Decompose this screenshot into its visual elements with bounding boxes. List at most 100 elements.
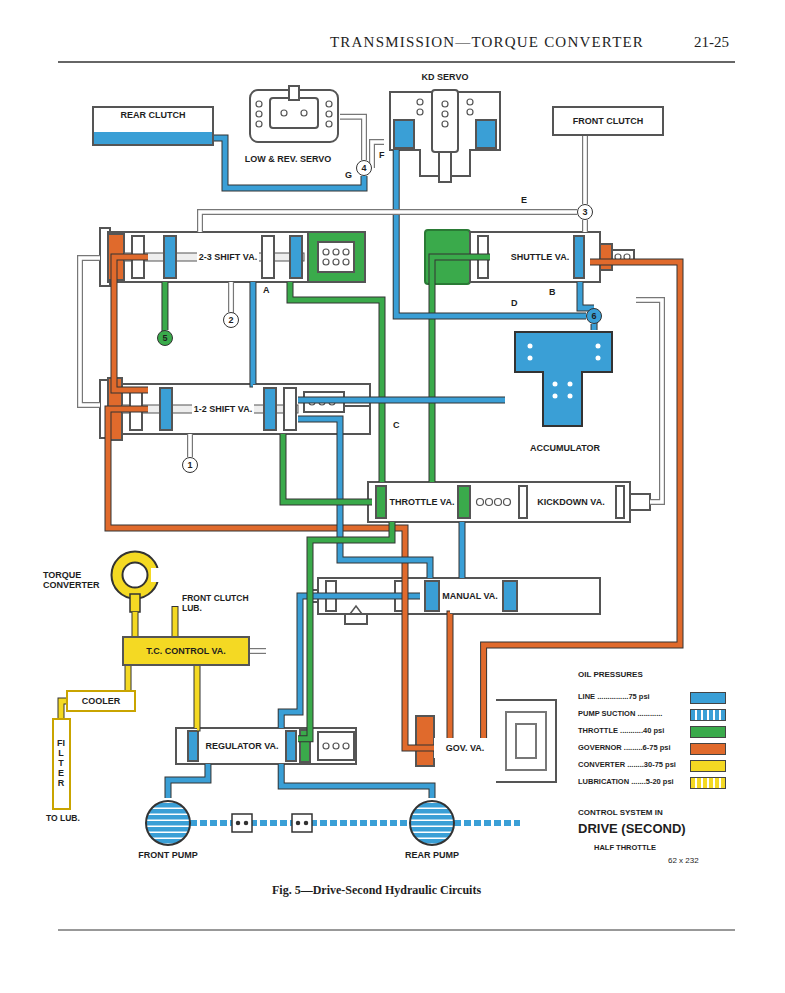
valve-spring	[333, 249, 339, 255]
hydraulic-line	[580, 282, 594, 308]
hydraulic-line	[168, 764, 208, 798]
node-label: 6	[591, 312, 596, 321]
line-fill	[460, 522, 465, 578]
node-label: REAR CLUTCH	[121, 110, 186, 120]
hydraulic-line	[196, 666, 197, 728]
node-label: 3	[582, 208, 587, 217]
accumulator-spring	[568, 394, 573, 399]
torque-converter-symbol	[117, 557, 153, 593]
accumulator-spring	[528, 344, 533, 349]
line-outline	[200, 212, 577, 232]
line-outline	[582, 136, 588, 204]
hydraulic-line	[252, 282, 253, 384]
passage-letter: A	[262, 285, 271, 295]
torque-converter-symbol	[117, 557, 163, 612]
servo-spring	[467, 109, 473, 115]
line-outline	[298, 397, 505, 404]
pump-symbol	[410, 801, 454, 845]
shift-valve-2-3-body	[262, 236, 274, 278]
accumulator-spring	[528, 356, 533, 361]
legend-swatch	[690, 726, 726, 738]
legend-heading: OIL PRESSURES	[578, 670, 643, 679]
kickdown-servo-body	[394, 120, 414, 148]
line-fill	[168, 764, 208, 798]
page-rule	[58, 61, 735, 63]
line-fill	[484, 262, 680, 738]
hydraulic-line	[290, 282, 382, 482]
legend-row: PUMP SUCTION ............	[578, 709, 728, 722]
valve-spring	[333, 259, 339, 265]
governor-body	[506, 712, 546, 770]
manual-valve-body	[345, 614, 367, 624]
pump-symbol	[146, 801, 454, 845]
line-outline	[187, 434, 193, 457]
line-outline	[446, 614, 453, 738]
line-outline	[249, 282, 256, 384]
ball-check-callout: 1	[182, 457, 198, 473]
shift-valve-1-2-body	[264, 388, 276, 430]
node-label: FRONT PUMP	[138, 850, 198, 860]
node-label: ACCUMULATOR	[530, 443, 600, 453]
torque-converter: TORQUE CONVERTER	[40, 548, 165, 612]
servo: LOW & REV. SERVO	[236, 84, 340, 166]
throttle-kickdown-valve-body	[616, 486, 624, 518]
hydraulic-line	[214, 138, 364, 188]
line-outline	[484, 262, 680, 738]
pump: REAR PUMP	[392, 798, 472, 862]
legend-swatch	[690, 743, 726, 755]
servo-spring	[301, 110, 307, 116]
node-label: SHUTTLE VA.	[509, 252, 571, 262]
line-fill	[283, 434, 372, 502]
shift-valve-2-3-body	[318, 242, 354, 272]
line-fill	[290, 282, 382, 482]
legend-text: LINE ...............75 psi	[578, 693, 650, 702]
throttle-kickdown-valve-body	[458, 486, 470, 518]
page-header: TRANSMISSION—TORQUE CONVERTER	[330, 34, 644, 51]
legend-swatch-striped	[690, 777, 726, 789]
regulator-valve-body	[176, 728, 356, 764]
legend-swatch	[690, 692, 726, 704]
node-label: 2	[228, 316, 233, 325]
line-outline	[168, 764, 208, 798]
ball-check-callout: 4	[356, 160, 372, 176]
line-outline	[161, 282, 168, 330]
shift-valve-2-3-body	[164, 236, 176, 278]
accumulator-spring	[568, 382, 573, 387]
passage-letter: C	[392, 420, 401, 430]
clutch-box: REAR CLUTCH	[92, 106, 214, 146]
line-fill	[126, 666, 131, 690]
manual-valve-body	[503, 581, 517, 611]
hydraulic-line	[135, 612, 136, 636]
node-label: FILTER	[57, 739, 66, 788]
line-fill	[298, 522, 392, 739]
pump: FRONT PUMP	[128, 798, 208, 862]
line-fill	[229, 282, 233, 312]
line-outline	[281, 596, 420, 728]
legend-swatch	[690, 760, 726, 772]
lubrication-line	[173, 607, 178, 636]
lubrication-line	[175, 606, 176, 636]
passage-letter: D	[510, 298, 519, 308]
servo-spring	[417, 99, 423, 105]
exhaust-line	[250, 649, 266, 653]
node-label: TORQUE CONVERTER	[43, 570, 105, 591]
line-fill	[340, 117, 364, 160]
valve-spring	[323, 249, 329, 255]
hydraulic-line	[584, 136, 585, 204]
servo-spring	[256, 101, 332, 127]
hydraulic-line	[396, 150, 586, 316]
servo-spring	[442, 111, 448, 117]
throttle-kickdown-valve-body	[368, 482, 650, 522]
valve-spring	[477, 499, 511, 506]
valve-spring	[323, 743, 329, 749]
suction-screen	[232, 814, 252, 832]
accumulator: ACCUMULATOR	[505, 330, 625, 455]
pump-suction-line	[454, 820, 520, 826]
hydraulic-line	[298, 400, 505, 401]
hydraulic-line	[462, 522, 463, 578]
valve-spring	[343, 743, 349, 749]
line-fill	[114, 257, 148, 390]
valve-spring	[333, 743, 339, 749]
